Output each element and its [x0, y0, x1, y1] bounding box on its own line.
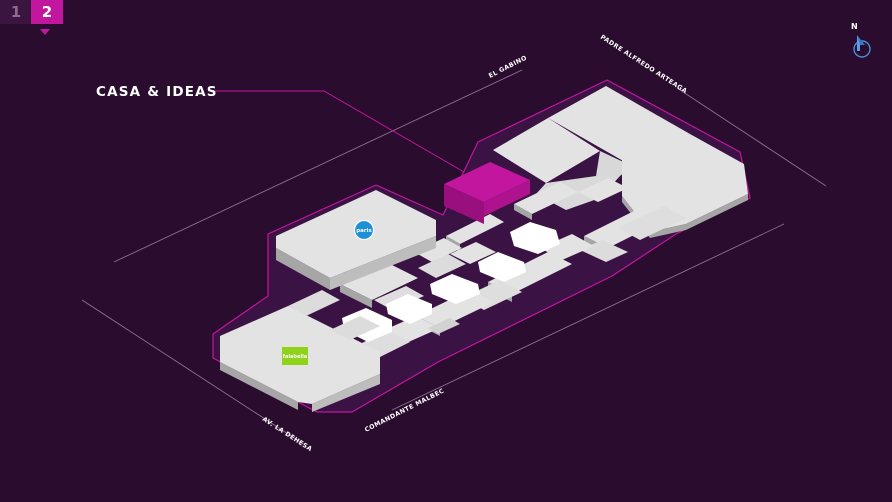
store-block	[340, 262, 418, 300]
paris-logo[interactable]: paris	[353, 219, 375, 241]
paris-logo-badge	[353, 219, 375, 241]
store-block	[548, 86, 690, 166]
floor-1-label: 1	[10, 3, 22, 21]
store-block-side	[514, 204, 532, 220]
street-lines	[81, 69, 827, 446]
store-block	[288, 290, 340, 316]
building-blocks	[220, 86, 748, 412]
floor-2-label: 2	[41, 3, 53, 21]
floor-1-tab[interactable]: 1	[0, 0, 32, 24]
store-block	[488, 252, 572, 294]
north-arrow-icon[interactable]	[850, 33, 872, 59]
store-block	[428, 318, 460, 334]
store-block	[540, 234, 594, 260]
store-block-side	[340, 284, 372, 308]
falabella-building-side	[312, 374, 380, 412]
active-floor-caret-icon	[40, 29, 50, 35]
street-line-av-la-dehesa	[81, 299, 306, 446]
courtyard	[478, 252, 526, 282]
paris-building-side	[330, 236, 436, 290]
street-line-comandante-malbec	[391, 223, 785, 411]
falabella-building-side	[220, 362, 298, 410]
street-label-av-la-dehesa: AV. LA DEHESA	[261, 416, 313, 453]
paris-logo-text: paris	[356, 228, 372, 234]
casa-ideas-store-side	[444, 184, 484, 224]
paris-building-side	[276, 248, 330, 290]
store-block-side	[622, 194, 748, 238]
street-line-padre-alfredo	[676, 87, 827, 187]
store-block	[622, 134, 748, 232]
highlighted-store-label: CASA & IDEAS	[96, 84, 218, 100]
store-block	[414, 238, 462, 262]
store-block	[514, 182, 578, 214]
store-block	[416, 290, 494, 328]
falabella-logo-text: falabella	[283, 354, 307, 360]
store-block	[330, 316, 380, 340]
store-block	[450, 242, 496, 264]
casa-ideas-store-top	[444, 162, 530, 202]
casa-ideas-store[interactable]	[444, 162, 530, 224]
floor-2-tab[interactable]: 2	[31, 0, 63, 24]
store-block	[418, 254, 466, 278]
store-leader-line	[208, 90, 465, 173]
compass-label: N	[851, 22, 858, 31]
courtyard	[510, 222, 560, 254]
courtyard	[386, 294, 432, 324]
street-line-el-gabino	[113, 69, 523, 263]
store-block	[578, 178, 628, 202]
courtyard	[430, 274, 480, 304]
falabella-logo-badge	[282, 347, 308, 365]
store-block	[493, 118, 600, 183]
store-block	[446, 214, 504, 244]
store-block	[618, 206, 686, 240]
falabella-logo[interactable]: falabella	[282, 347, 308, 365]
casa-ideas-store-side	[484, 180, 530, 216]
street-label-el-gabino: EL GABINO	[488, 54, 529, 79]
